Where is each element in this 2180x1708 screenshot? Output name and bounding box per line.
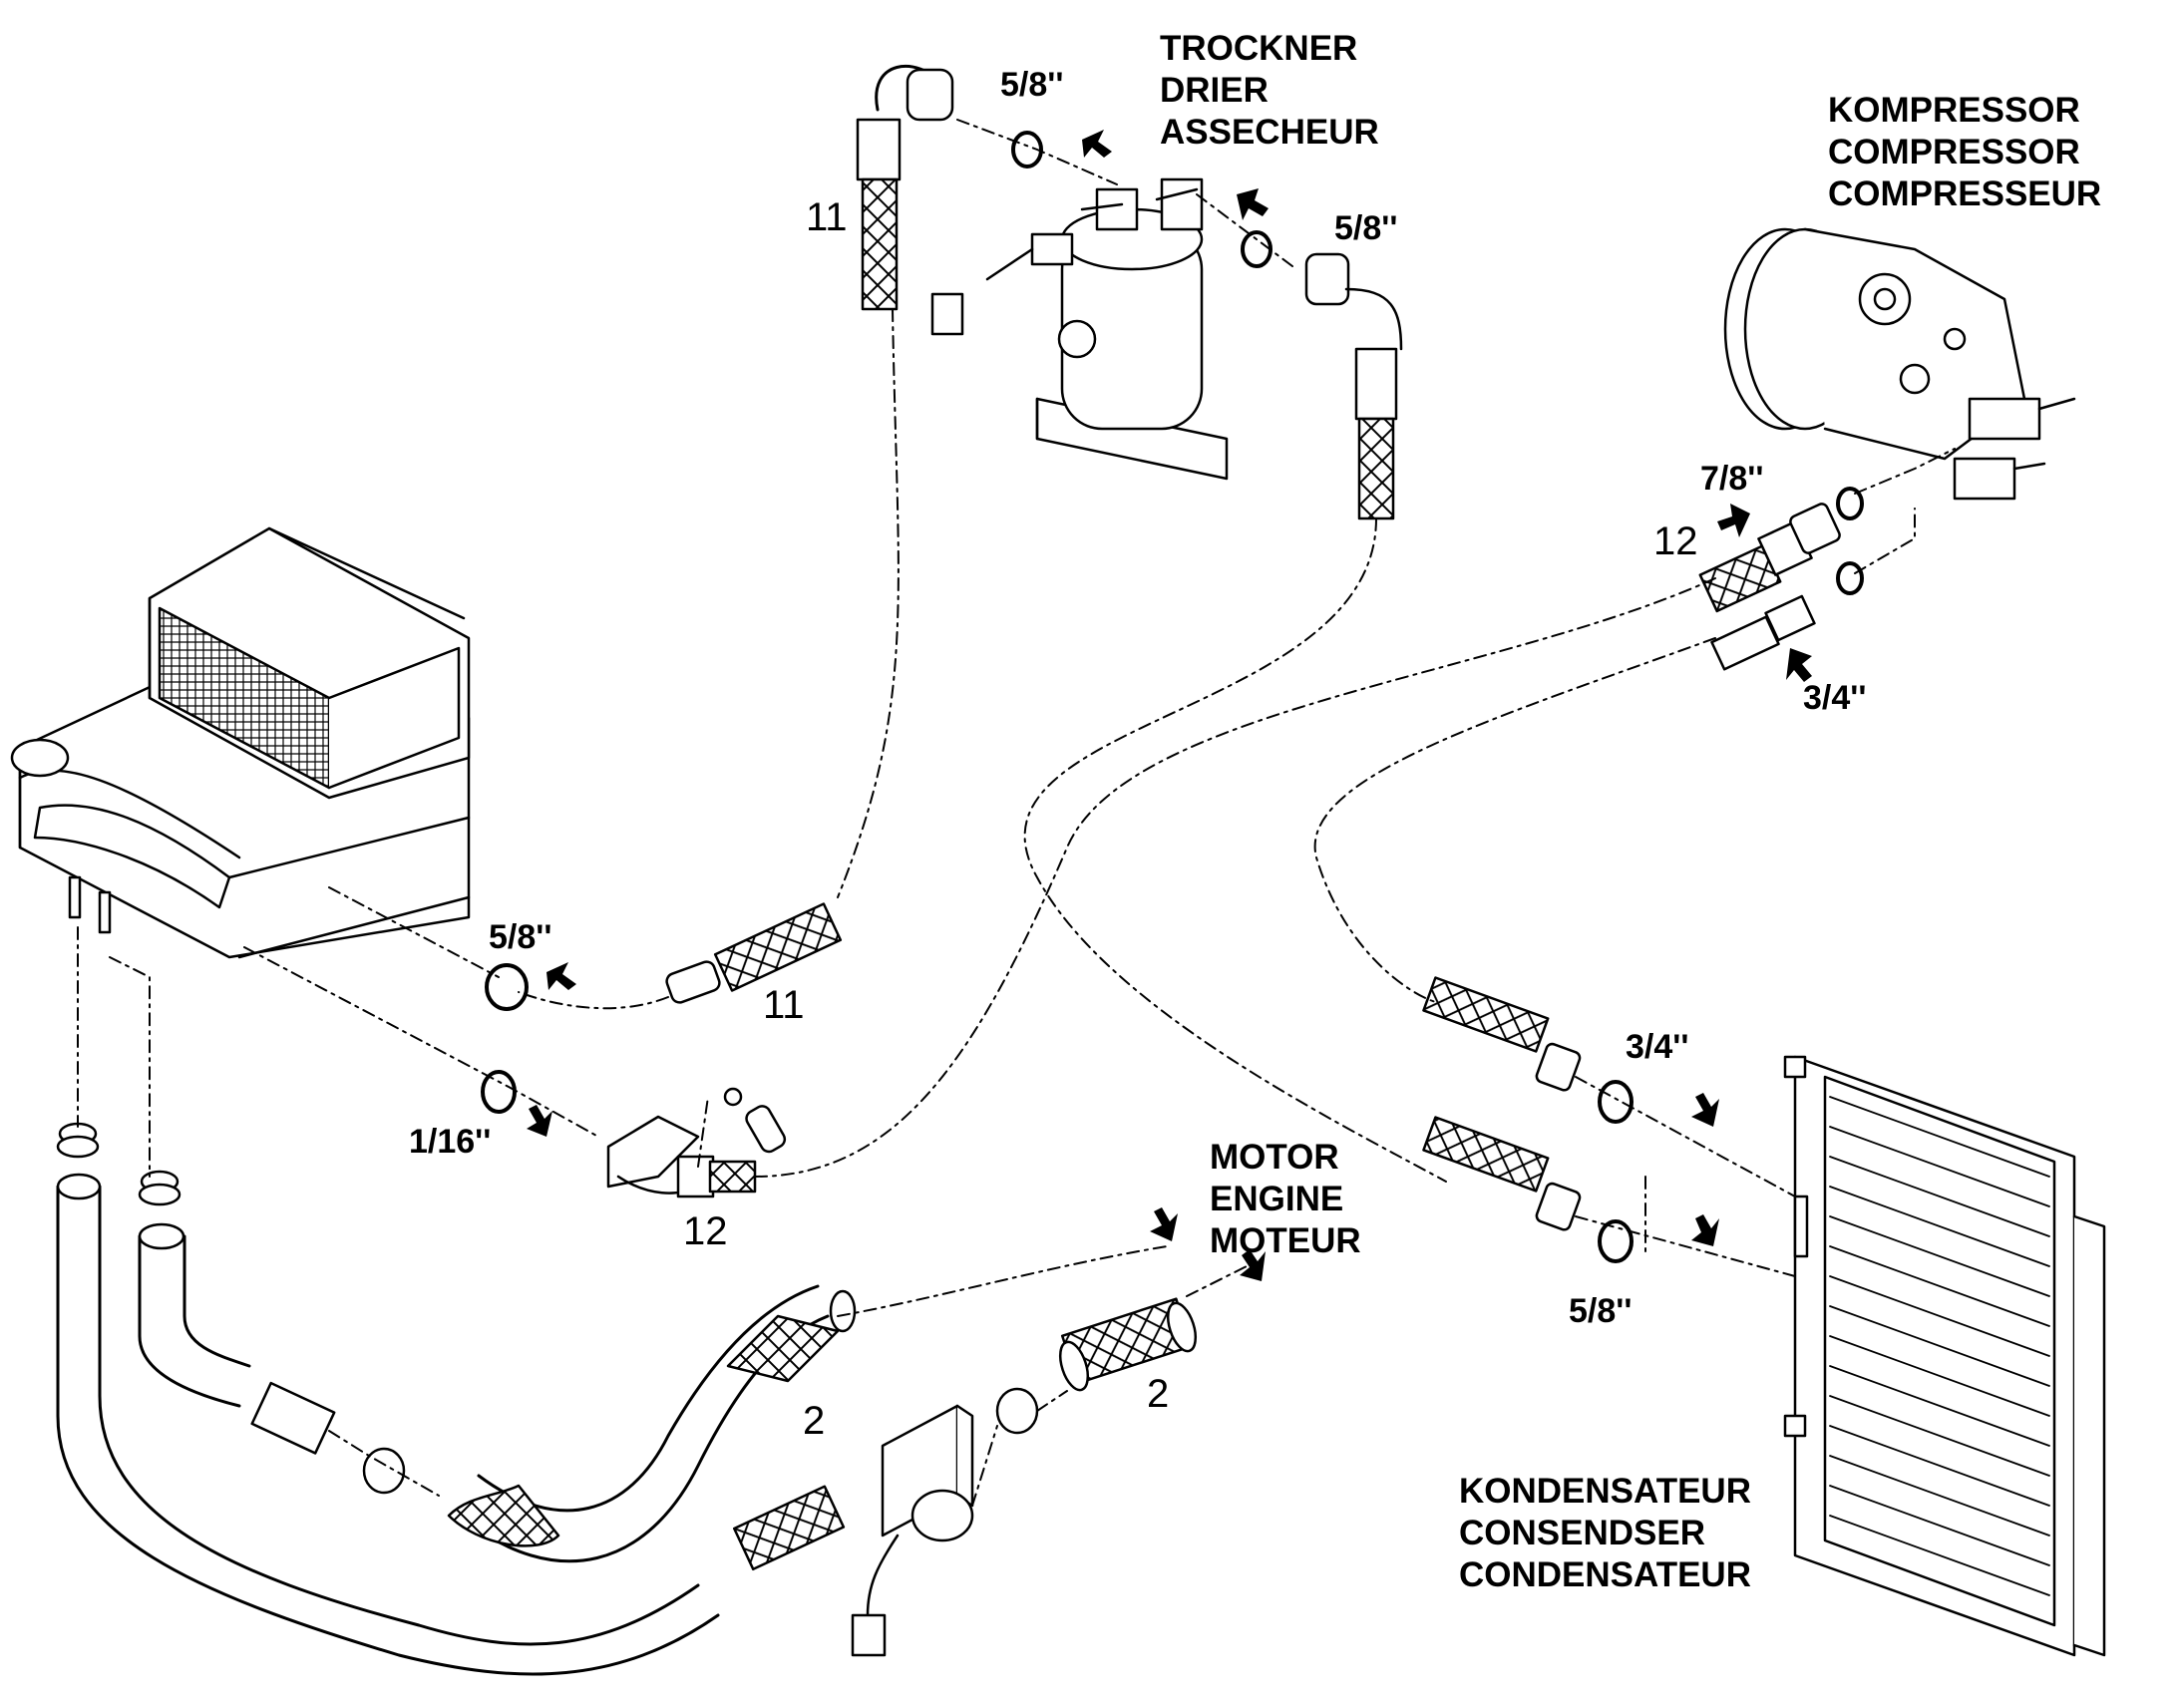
drier-label: TROCKNER DRIER ASSECHEUR	[1160, 28, 1379, 154]
hose-2-left	[447, 1284, 857, 1563]
compressor-label: KOMPRESSOR COMPRESSOR COMPRESSEUR	[1828, 90, 2101, 215]
size-evaporator-bottom: 1/16''	[409, 1123, 492, 1161]
size-compressor-lower: 3/4''	[1803, 679, 1867, 717]
engine-label-de: MOTOR	[1210, 1138, 1339, 1177]
engine-label: MOTOR ENGINE MOTEUR	[1210, 1137, 1361, 1262]
hose-12-lower	[606, 1087, 787, 1198]
part-number-2-left: 2	[803, 1399, 826, 1443]
heater-pipe-right	[138, 1222, 336, 1455]
part-number-11-lower: 11	[763, 983, 805, 1027]
engine-label-fr: MOTEUR	[1210, 1221, 1361, 1260]
part-number-11-upper: 11	[806, 195, 848, 239]
hose-2-right	[1058, 1297, 1198, 1392]
hose-11-lower	[665, 902, 843, 1004]
o-rings	[481, 131, 1864, 1263]
hose-11-upper	[856, 64, 954, 311]
part-number-2-right: 2	[1147, 1372, 1170, 1416]
condenser-label-fr: CONDENSATEUR	[1459, 1555, 1751, 1594]
drier-label-en: DRIER	[1160, 71, 1269, 110]
compressor-label-fr: COMPRESSEUR	[1828, 174, 2102, 213]
condenser-label-de: KONDENSATEUR	[1459, 1472, 1751, 1511]
drier-label-fr: ASSECHEUR	[1160, 113, 1379, 152]
condenser-label: KONDENSATEUR CONSENDSER CONDENSATEUR	[1459, 1471, 1751, 1596]
size-drier-top: 5/8''	[1000, 66, 1064, 104]
part-number-12-lower: 12	[683, 1209, 728, 1253]
size-drier-right: 5/8''	[1334, 209, 1398, 247]
hose-condenser-lower	[1422, 1116, 1582, 1231]
hose-condenser-upper	[1422, 976, 1582, 1092]
direction-arrows	[527, 130, 1812, 1281]
hose-drier-outlet	[1304, 252, 1403, 520]
size-evaporator-top: 5/8''	[489, 918, 552, 956]
size-condenser-lower: 5/8''	[1569, 1292, 1633, 1330]
compressor-assembly	[1723, 227, 2076, 501]
drier-label-de: TROCKNER	[1160, 29, 1358, 68]
hose-clamps	[56, 1122, 1039, 1495]
drier-assembly	[930, 177, 1229, 481]
coolant-valve	[851, 1404, 974, 1657]
compressor-label-en: COMPRESSOR	[1828, 133, 2080, 171]
engine-label-en: ENGINE	[1210, 1180, 1344, 1218]
heater-pipe-left	[56, 1173, 846, 1676]
part-number-12-upper: 12	[1653, 519, 1698, 563]
size-condenser-upper: 3/4''	[1626, 1028, 1689, 1066]
evaporator-unit	[10, 526, 471, 959]
condenser-label-en: CONSENDSER	[1459, 1514, 1705, 1552]
compressor-label-de: KOMPRESSOR	[1828, 91, 2080, 130]
connection-lines	[77, 119, 1956, 1507]
condenser-assembly	[1783, 1055, 2106, 1657]
hose-12-upper	[1698, 503, 1841, 671]
size-compressor-upper: 7/8''	[1700, 460, 1764, 498]
